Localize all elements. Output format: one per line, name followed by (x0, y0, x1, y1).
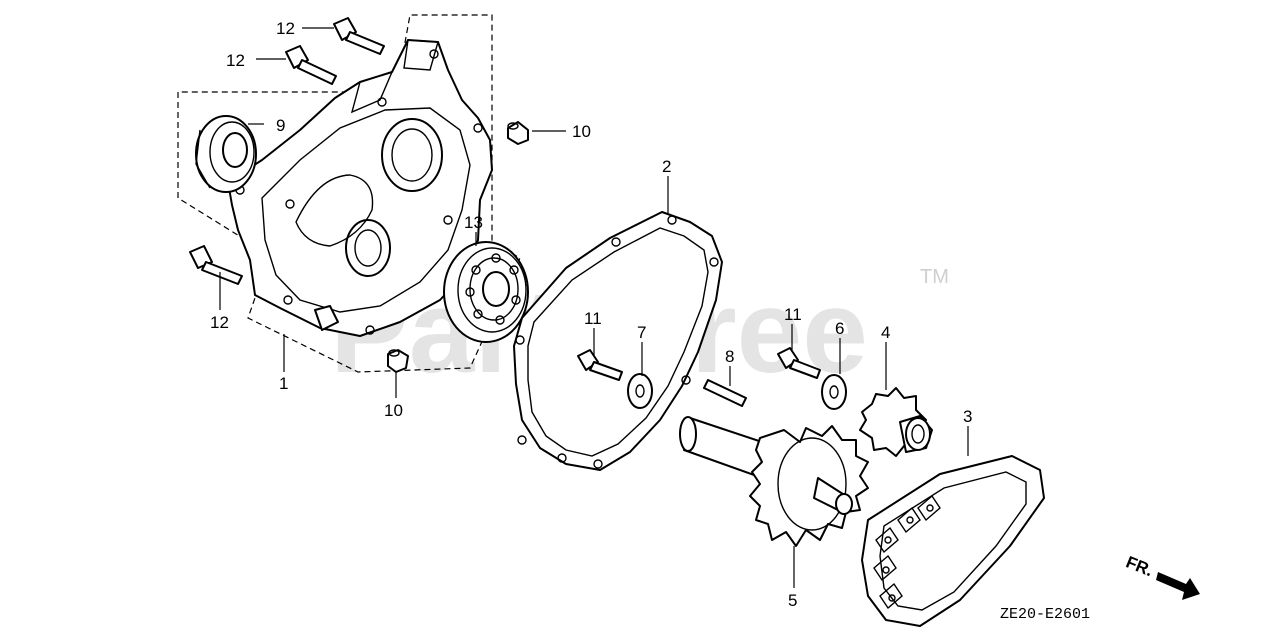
callout-9: 9 (276, 116, 285, 135)
flange-bolt-upper[interactable] (333, 17, 385, 55)
callout-7: 7 (637, 323, 646, 342)
dowel-pin-lower[interactable] (387, 349, 409, 373)
callout-8: 8 (725, 347, 734, 366)
bolt-right[interactable] (777, 347, 821, 379)
roller-chain[interactable] (861, 455, 1045, 627)
oil-seal[interactable] (195, 115, 257, 193)
callout-10-upper: 10 (572, 122, 591, 141)
flange-bolt-middle[interactable] (285, 45, 337, 85)
callout-1: 1 (279, 374, 288, 393)
bolt-left[interactable] (577, 349, 623, 381)
key[interactable] (703, 379, 747, 407)
callout-12-middle: 12 (226, 51, 245, 70)
callout-4: 4 (881, 323, 890, 342)
callout-11-right: 11 (784, 305, 802, 324)
front-arrow-icon (1156, 572, 1200, 600)
callout-12-lower: 12 (210, 313, 229, 332)
callout-13: 13 (464, 213, 483, 232)
callout-numbers: 12 12 9 10 12 10 13 1 2 11 7 8 11 6 4 3 … (210, 19, 972, 610)
diagram-code: ZE20-E2601 (1000, 606, 1090, 623)
ball-bearing[interactable] (443, 241, 529, 343)
washer-6[interactable] (821, 374, 847, 410)
dowel-pin-upper[interactable] (507, 121, 529, 145)
callout-12-upper: 12 (276, 19, 295, 38)
gasket[interactable] (513, 211, 723, 471)
callout-2: 2 (662, 157, 671, 176)
watermark-trademark: TM (920, 266, 949, 288)
leader-lines (219, 27, 969, 588)
callout-5: 5 (788, 591, 797, 610)
callout-11-left: 11 (584, 309, 602, 328)
flange-bolt-lower[interactable] (189, 245, 243, 285)
callout-3: 3 (963, 407, 972, 426)
drive-shaft-sprocket[interactable] (679, 416, 869, 547)
transmission-case[interactable] (227, 39, 493, 337)
front-direction-indicator: FR. (1123, 552, 1200, 600)
front-label: FR. (1123, 552, 1156, 580)
washer-7[interactable] (627, 373, 653, 409)
callout-6: 6 (835, 319, 844, 338)
callout-10-lower: 10 (384, 401, 403, 420)
idler-sprocket[interactable] (859, 387, 933, 457)
